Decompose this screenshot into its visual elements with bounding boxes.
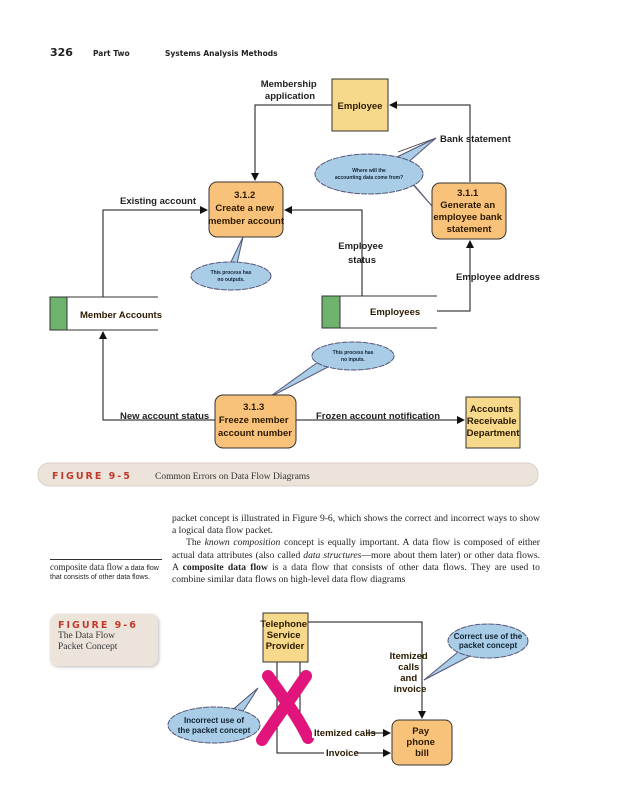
employee-address-label: Employee address: [456, 272, 540, 283]
telephone-provider-label: Telephone Service Provider: [260, 619, 309, 652]
itemized-calls-and-invoice-label: Itemized calls and invoice: [390, 651, 431, 695]
svg-text:Employees: Employees: [370, 307, 420, 318]
part-label: Part Two: [93, 49, 130, 58]
page-number: 326: [50, 46, 73, 59]
flow-lines: [99, 101, 474, 424]
figure-9-5-banner: [37, 462, 539, 487]
process-3-1-2-label: 3.1.2 Create a new member account: [208, 190, 285, 227]
existing-account-label: Existing account: [120, 196, 197, 207]
flow-membership-application: [251, 104, 332, 181]
x-mark-icon: [256, 670, 314, 746]
invoice-label: Invoice: [326, 748, 359, 759]
flow-bank-statement: [389, 101, 471, 182]
membership-application-label: Membership application: [261, 79, 320, 102]
member-accounts-store: Member Accounts: [49, 296, 162, 331]
svg-text:Member Accounts: Member Accounts: [80, 310, 162, 321]
figure-9-6-label: FIGURE 9-6: [58, 620, 138, 631]
figure-9-6-caption-line-2: Packet Concept: [58, 642, 118, 652]
flow-new-account-status: [99, 331, 215, 421]
accounts-receivable-label: Accounts Receivable Department: [467, 404, 521, 439]
employees-store: Employees: [321, 295, 437, 329]
paragraph-1: packet concept is illustrated in Figure …: [172, 513, 540, 537]
paragraph-2: The known composition concept is equally…: [172, 537, 540, 586]
process-3-1-3: [214, 394, 297, 449]
process-3-1-3-label: 3.1.3 Freeze member account number: [218, 402, 292, 439]
flow-employee-status: [284, 206, 363, 296]
employee-entity: [331, 78, 389, 132]
pay-phone-bill-process: [391, 719, 453, 766]
bank-statement-label: Bank statement: [440, 134, 512, 145]
itemized-calls-label: Itemized calls: [314, 728, 376, 739]
employee-status-label: Employee status: [338, 241, 386, 266]
telephone-provider-entity: [262, 612, 309, 663]
figure-9-6-label-box: FIGURE 9-6 The Data Flow Packet Concept: [50, 614, 158, 666]
body-text: packet concept is illustrated in Figure …: [172, 513, 540, 586]
margin-note: composite data flow a data flow that con…: [50, 559, 162, 582]
accounts-receivable-entity: [465, 396, 521, 449]
process-3-1-1: [431, 182, 507, 240]
process-3-1-2: [208, 181, 284, 238]
employee-label: Employee: [338, 101, 383, 112]
margin-note-term: composite data flow: [50, 562, 123, 572]
figure-9-5-caption: Common Errors on Data Flow Diagrams: [155, 472, 310, 482]
frozen-account-notification-label: Frozen account notification: [316, 411, 440, 422]
flow-employee-address: [437, 240, 474, 312]
section-label: Systems Analysis Methods: [165, 49, 278, 58]
new-account-status-label: New account status: [120, 411, 209, 422]
flow-existing-account: [102, 206, 208, 297]
figure-9-5-label: FIGURE 9-5: [52, 471, 132, 482]
pay-phone-bill-label: Pay phone bill: [406, 726, 437, 759]
margin-note-definition: a data flow that consists of other data …: [50, 565, 159, 581]
figure-9-6-caption-line-1: The Data Flow: [58, 631, 115, 641]
process-3-1-1-label: 3.1.1 Generate an employee bank statemen…: [433, 188, 504, 235]
